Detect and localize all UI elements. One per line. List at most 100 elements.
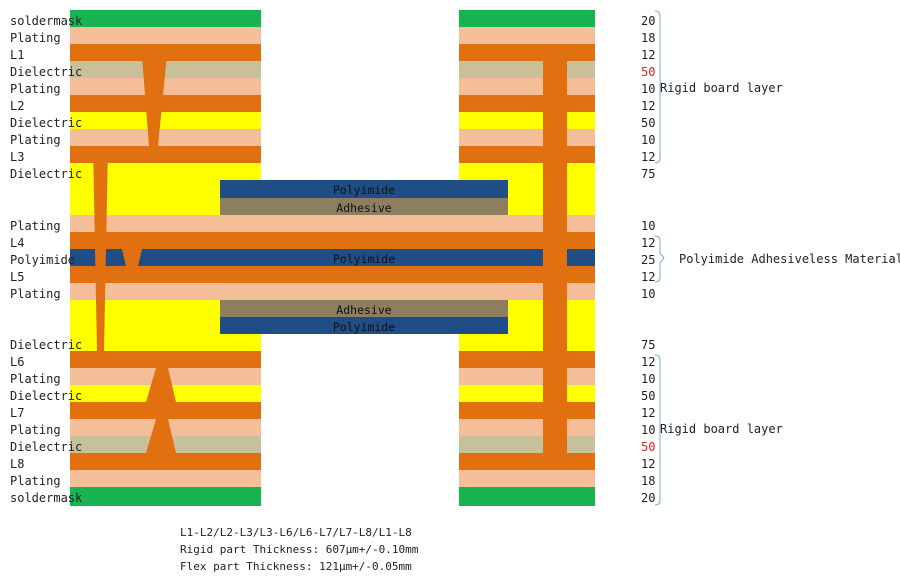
layer-label: Plating [10, 133, 61, 147]
layer-thickness: 10 [641, 82, 656, 96]
layer-thickness: 20 [641, 491, 656, 505]
layer-label: Dielectric [10, 338, 83, 352]
layer-band-right [459, 112, 595, 129]
layer-thickness: 50 [641, 440, 656, 454]
layer-band-right [459, 385, 595, 402]
layer-label: L4 [10, 236, 25, 250]
via-l7-l8 [146, 419, 176, 453]
flex-adhesive-top [220, 198, 508, 215]
layer-band-left [70, 453, 261, 470]
via-l6-l7 [146, 368, 176, 402]
layer-thickness: 18 [641, 31, 656, 45]
layer-band-left [70, 232, 261, 249]
layer-band-right [459, 44, 595, 61]
flex-label-polyimide-core: Polyimide [332, 252, 396, 266]
layer-thickness: 10 [641, 423, 656, 437]
layer-thickness: 10 [641, 372, 656, 386]
layer-label: soldermask [10, 14, 83, 28]
layer-label: Polyimide [10, 253, 76, 267]
layer-thickness: 10 [641, 219, 656, 233]
layer-band-right [459, 232, 595, 249]
layer-label: Dielectric [10, 65, 83, 79]
layer-label: Dielectric [10, 440, 83, 454]
layer-label: Plating [10, 423, 61, 437]
layer-label: Plating [10, 372, 61, 386]
layer-band-left [70, 146, 261, 163]
flex-copper-l4 [261, 232, 459, 249]
layer-label: Plating [10, 474, 61, 488]
layer-band-right [459, 129, 595, 146]
flex-label-polyimide-top: Polyimide [332, 183, 396, 197]
layer-band-right [459, 436, 595, 453]
layer-band-right [459, 487, 595, 506]
footer-flex-thickness: Flex part Thickness: 121μm+/-0.05mm [180, 560, 412, 573]
layer-band-left [70, 283, 261, 300]
layer-thickness: 50 [641, 65, 656, 79]
footer-rigid-thickness: Rigid part Thickness: 607μm+/-0.10mm [180, 543, 419, 556]
layer-thickness: 12 [641, 457, 656, 471]
flex-plating-bottom [261, 283, 459, 300]
via-l3-l6 [93, 146, 108, 351]
flex-polyimide-core [70, 249, 595, 266]
via-l1-l3 [141, 44, 168, 146]
through-hole-core [543, 249, 567, 266]
layer-thickness: 12 [641, 355, 656, 369]
layer-band-left [70, 95, 261, 112]
annotation-rigid-bottom: Rigid board layer [660, 422, 783, 436]
layer-band-right [459, 266, 595, 283]
flex-adhesive-bottom [220, 300, 508, 317]
footer-drill-pairs: L1-L2/L2-L3/L3-L6/L6-L7/L7-L8/L1-L8 [180, 526, 412, 539]
layer-thickness: 12 [641, 406, 656, 420]
layer-band-right [459, 351, 595, 368]
layer-band-right [459, 61, 595, 78]
layer-thickness: 75 [641, 338, 656, 352]
via-l4-l5 [118, 232, 146, 266]
annotation-flex: Polyimide Adhesiveless Material [679, 252, 900, 266]
layer-thickness: 12 [641, 99, 656, 113]
layer-band-right [459, 368, 595, 385]
layer-band-left [70, 470, 261, 487]
layer-thickness: 12 [641, 48, 656, 62]
layer-thickness: 12 [641, 150, 656, 164]
flex-polyimide-bottom [220, 317, 508, 334]
flex-copper-l5 [261, 266, 459, 283]
bracket-rigid-top [654, 10, 661, 164]
layer-label: Plating [10, 219, 61, 233]
layer-thickness: 18 [641, 474, 656, 488]
layer-band-right [459, 78, 595, 95]
layer-label: L7 [10, 406, 25, 420]
layer-label: Plating [10, 31, 61, 45]
layer-label: L2 [10, 99, 25, 113]
layer-band-right [459, 453, 595, 470]
layer-band-left [70, 10, 261, 27]
bracket-rigid-bottom [654, 354, 661, 506]
layer-band-left [70, 78, 261, 95]
layer-band-left [70, 215, 261, 232]
layer-band-left [70, 27, 261, 44]
layer-band-left [70, 351, 261, 368]
layer-band-left [70, 112, 261, 129]
layer-label: L8 [10, 457, 25, 471]
layer-band-left [70, 129, 261, 146]
layer-band-left [70, 487, 261, 506]
layer-thickness: 20 [641, 14, 656, 28]
layer-thickness: 10 [641, 287, 656, 301]
flex-polyimide-top [220, 180, 508, 198]
layer-thickness: 12 [641, 270, 656, 284]
flex-plating-top [261, 215, 459, 232]
layer-band-right [459, 470, 595, 487]
layer-thickness: 10 [641, 133, 656, 147]
layer-label: L5 [10, 270, 25, 284]
flex-label-polyimide-bottom: Polyimide [332, 320, 396, 334]
flex-label-adhesive-top: Adhesive [336, 201, 392, 215]
layer-band-right [459, 215, 595, 232]
layer-band-right [459, 146, 595, 163]
layer-label: L6 [10, 355, 25, 369]
layer-band-left [70, 402, 261, 419]
flex-label-adhesive-bottom: Adhesive [336, 303, 392, 317]
layer-band-right [459, 10, 595, 27]
layer-label: soldermask [10, 491, 83, 505]
layer-thickness: 12 [641, 236, 656, 250]
